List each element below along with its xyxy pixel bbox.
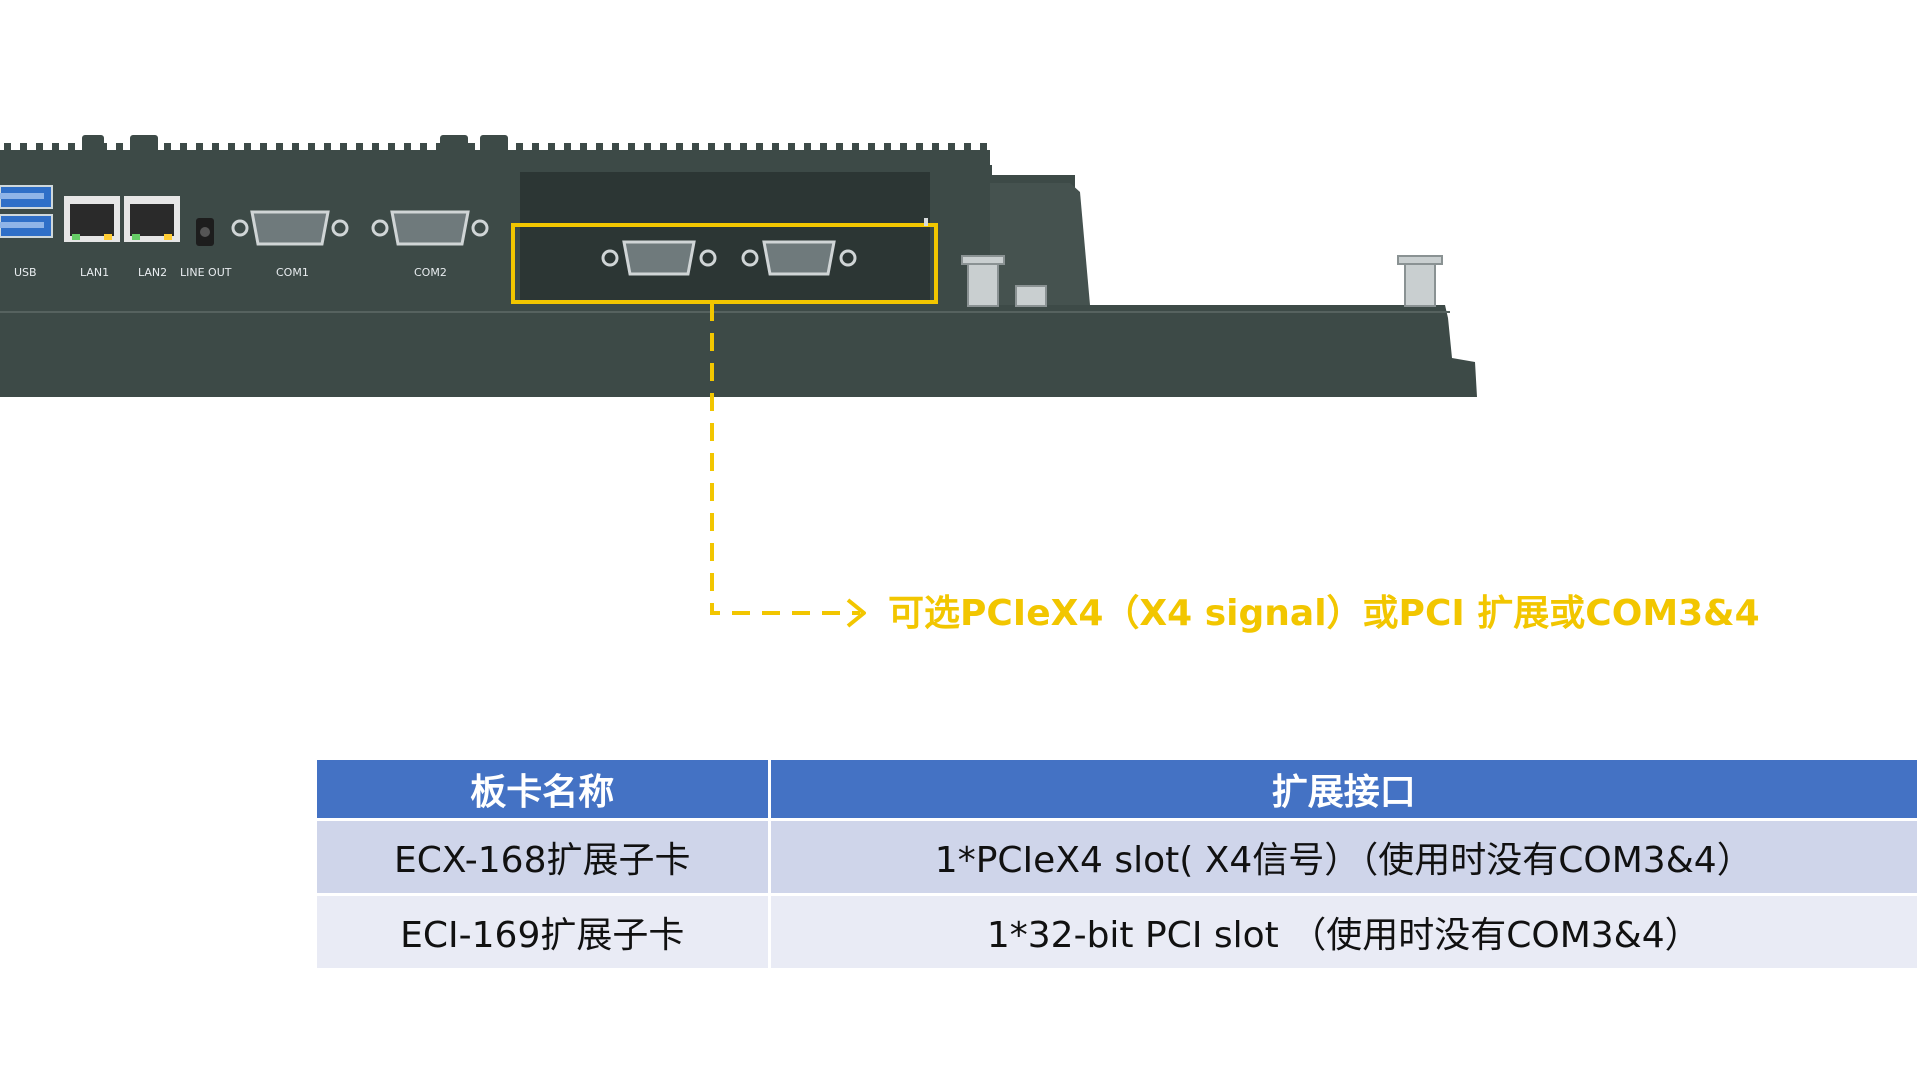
fin-tooth: [68, 143, 75, 153]
fin-tooth: [756, 143, 763, 153]
expansion-bay: [520, 172, 930, 300]
fin-tooth: [436, 143, 443, 153]
fin-tooth: [196, 143, 203, 153]
fin-tooth: [820, 143, 827, 153]
table-row: ECI-169扩展子卡 1*32-bit PCI slot （使用时没有COM3…: [317, 893, 1920, 968]
fin-tooth: [868, 143, 875, 153]
fin-tooth: [20, 143, 27, 153]
fin-tooth: [676, 143, 683, 153]
fin-tooth: [612, 143, 619, 153]
fin-tooth: [532, 143, 539, 153]
fin-tooth: [340, 143, 347, 153]
fin-tooth: [628, 143, 635, 153]
fin-tooth: [644, 143, 651, 153]
expansion-com4-port: [741, 240, 857, 276]
row-interface: 1*32-bit PCI slot （使用时没有COM3&4）: [769, 893, 1920, 968]
callout-arrow-icon: [846, 598, 866, 628]
row-card-name: ECX-168扩展子卡: [317, 818, 771, 895]
fin-tooth: [740, 143, 747, 153]
fin-tooth: [980, 143, 987, 153]
fin-tooth: [36, 143, 43, 153]
fin-tooth: [964, 143, 971, 153]
row-card-name: ECI-169扩展子卡: [317, 893, 771, 968]
lan2-label: LAN2: [138, 266, 167, 279]
fin-tooth: [580, 143, 587, 153]
fin-tooth: [596, 143, 603, 153]
fin-tooth: [804, 143, 811, 153]
fin-tooth: [660, 143, 667, 153]
fin-tooth: [356, 143, 363, 153]
fin-tooth: [468, 143, 475, 153]
fin-tooth: [564, 143, 571, 153]
callout-leader-line: [710, 303, 860, 615]
fin-tooth: [212, 143, 219, 153]
fin-tooth: [772, 143, 779, 153]
fin-tooth: [372, 143, 379, 153]
expansion-card-table: 板卡名称 扩展接口 ECX-168扩展子卡 1*PCIeX4 slot( X4信…: [317, 760, 1920, 968]
fin-tooth: [932, 143, 939, 153]
expansion-highlight-box: [511, 223, 938, 304]
row-interface: 1*PCIeX4 slot( X4信号）（使用时没有COM3&4）: [769, 818, 1920, 895]
front-bezel: [0, 305, 1477, 397]
fin-tooth: [244, 143, 251, 153]
lan-ports: [64, 196, 180, 242]
usb-ports: [0, 185, 53, 238]
fin-tooth: [852, 143, 859, 153]
fin-tooth: [308, 143, 315, 153]
fin-tooth: [388, 143, 395, 153]
fin-tooth: [788, 143, 795, 153]
lan1-label: LAN1: [80, 266, 109, 279]
fin-tooth: [916, 143, 923, 153]
fin-tooth: [180, 143, 187, 153]
fin-tooth: [292, 143, 299, 153]
fin-tooth: [164, 143, 171, 153]
line-out-label: LINE OUT: [180, 266, 232, 279]
line-out-jack: [196, 218, 214, 246]
fin-tooth: [948, 143, 955, 153]
com2-label: COM2: [414, 266, 447, 279]
fin-tooth: [724, 143, 731, 153]
fin-tooth: [276, 143, 283, 153]
com1-port: [231, 210, 349, 246]
table-header-row: 板卡名称 扩展接口: [317, 760, 1920, 820]
fin-tooth: [404, 143, 411, 153]
fin-tooth: [4, 143, 11, 153]
fin-bosses: [82, 135, 508, 165]
right-housing: [990, 183, 1090, 305]
fin-tooth: [116, 143, 123, 153]
callout-label: 可选PCIeX4（X4 signal）或PCI 扩展或COM3&4: [888, 593, 1760, 634]
fin-tooth: [260, 143, 267, 153]
fin-tooth: [692, 143, 699, 153]
fin-tooth: [836, 143, 843, 153]
fin-tooth: [516, 143, 523, 153]
expansion-com3-port: [601, 240, 717, 276]
table-row: ECX-168扩展子卡 1*PCIeX4 slot( X4信号）（使用时没有CO…: [317, 818, 1920, 895]
header-card-name: 板卡名称: [317, 760, 771, 820]
fin-tooth: [228, 143, 235, 153]
com1-label: COM1: [276, 266, 309, 279]
fin-tooth: [548, 143, 555, 153]
header-interface: 扩展接口: [769, 760, 1920, 820]
fin-tooth: [324, 143, 331, 153]
fin-tooth: [708, 143, 715, 153]
com2-port: [371, 210, 489, 246]
fin-tooth: [900, 143, 907, 153]
usb-label: USB: [14, 266, 37, 279]
fin-tooth: [52, 143, 59, 153]
mounting-clips: [961, 255, 1443, 307]
fin-tooth: [884, 143, 891, 153]
fin-tooth: [420, 143, 427, 153]
